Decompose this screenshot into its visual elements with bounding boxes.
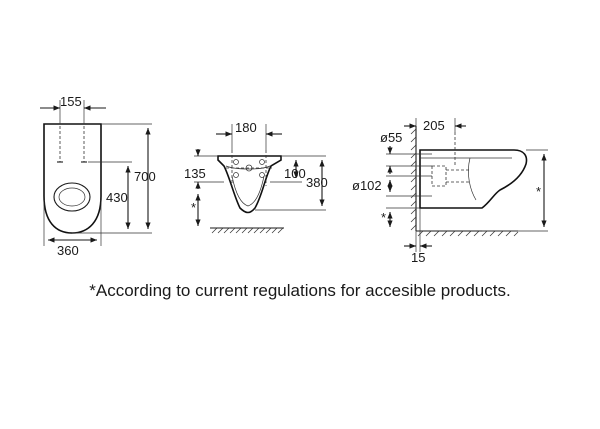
profile-dim-205: 205 bbox=[423, 118, 445, 133]
side-star-mark: * bbox=[191, 200, 196, 215]
side-floor-hatch bbox=[211, 227, 284, 234]
profile-wall-hatch bbox=[410, 128, 417, 231]
side-bowl-outline bbox=[217, 155, 282, 214]
front-bowl-outline bbox=[43, 123, 102, 234]
profile-bowl-outline bbox=[419, 149, 528, 209]
side-dim-180: 180 bbox=[235, 120, 257, 135]
front-seat-opening bbox=[53, 182, 91, 212]
side-dim-380: 380 bbox=[306, 175, 328, 190]
side-view: 180 135 100 380 * bbox=[184, 120, 328, 234]
profile-floor-hatch bbox=[417, 230, 519, 237]
front-dim-360: 360 bbox=[57, 243, 79, 258]
profile-dim-diameter-55: ø55 bbox=[380, 130, 402, 145]
profile-view: ø55 205 ø102 15 * * bbox=[352, 118, 548, 265]
profile-star-right: * bbox=[536, 184, 541, 199]
front-view: 155 700 430 360 bbox=[40, 94, 156, 258]
profile-inlet-pipe bbox=[431, 165, 447, 187]
front-seat-inner bbox=[58, 187, 86, 207]
profile-dim-15: 15 bbox=[411, 250, 425, 265]
profile-star-left: * bbox=[381, 210, 386, 225]
front-dim-700: 700 bbox=[134, 169, 156, 184]
profile-dim-diameter-102: ø102 bbox=[352, 178, 382, 193]
side-dim-135: 135 bbox=[184, 166, 206, 181]
regulations-note: *According to current regulations for ac… bbox=[89, 281, 511, 300]
side-dim-100: 100 bbox=[284, 166, 306, 181]
front-dim-155: 155 bbox=[60, 94, 82, 109]
front-dim-430: 430 bbox=[106, 190, 128, 205]
